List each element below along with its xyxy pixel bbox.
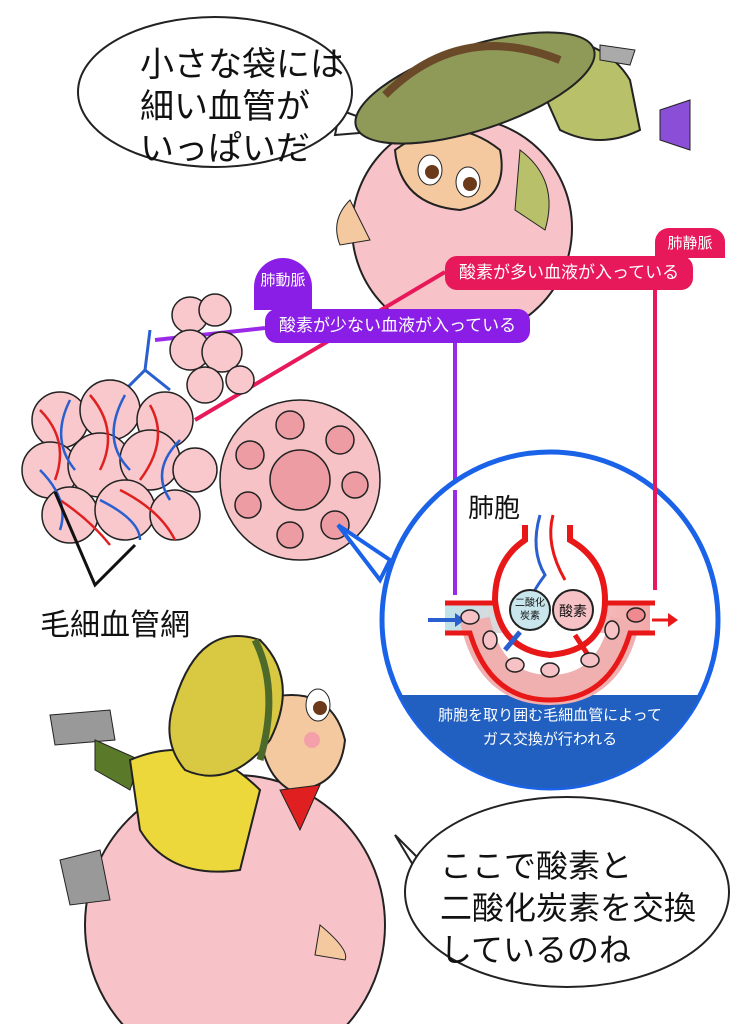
speech-line: いっぱいだ xyxy=(140,129,310,169)
speech-line: 細い血管が xyxy=(140,87,310,127)
explorer-boy-top xyxy=(336,31,691,339)
speech-line: しているのね xyxy=(440,931,632,969)
co2-label-line: 二酸化 xyxy=(515,598,545,609)
speech-line: 小さな袋には xyxy=(140,45,344,85)
caption-line: 肺胞を取り囲む毛細血管によって xyxy=(438,706,662,724)
o2-label: 酸素 xyxy=(559,604,587,620)
inset-caption: 肺胞を取り囲む毛細血管によって ガス交換が行われる xyxy=(390,703,710,751)
speech-line: 二酸化炭素を交換 xyxy=(440,889,697,927)
pulmonary-artery-description: 酸素が少ない血液が入っている xyxy=(265,309,531,343)
capillary-network-label: 毛細血管網 xyxy=(40,608,190,643)
alveolus-title: 肺胞 xyxy=(468,494,521,524)
explorer-girl-bottom xyxy=(49,635,386,1024)
bronchiole xyxy=(169,293,255,404)
co2-label: 二酸化 炭素 xyxy=(513,597,547,623)
vein-pointer xyxy=(193,270,447,422)
speech-line: ここで酸素と xyxy=(440,847,633,885)
pulmonary-vein-description: 酸素が多い血液が入っている xyxy=(445,256,694,290)
caption-line: ガス交換が行われる xyxy=(482,730,618,748)
capillaries xyxy=(39,394,181,546)
co2-label-line: 炭素 xyxy=(520,611,540,622)
speech-bubble-bottom xyxy=(394,796,730,988)
capillary-network-cluster xyxy=(21,379,218,544)
speech-text-bottom: ここで酸素と 二酸化炭素を交換 しているのね xyxy=(440,845,696,971)
speech-text-top: 小さな袋には 細い血管が いっぱいだ xyxy=(140,44,344,170)
pulmonary-artery-tag: 肺動脈 xyxy=(254,258,312,310)
pulmonary-vein-tag: 肺静脈 xyxy=(655,228,725,258)
alveolar-sac xyxy=(219,399,381,561)
